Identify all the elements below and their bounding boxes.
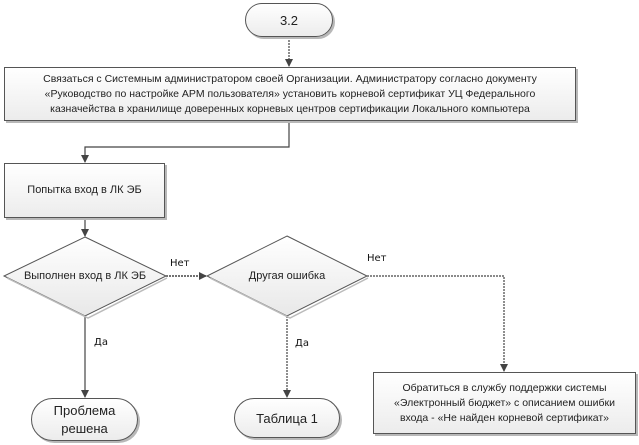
support-line-3: входа - «Не найден корневой сертификат» [399, 411, 610, 424]
edge-contact-admin-to-login-attempt [81, 121, 290, 163]
table1-text: Таблица 1 [256, 410, 318, 426]
contact-admin-line-2: «Руководство по настройке АРМ пользовате… [44, 87, 536, 100]
table1-terminal: Таблица 1 [234, 398, 340, 438]
edge-label-yes-1: Да [94, 337, 108, 348]
solved-line-1: Проблема [53, 402, 116, 418]
support-line-2: «Электронный бюджет» с описанием ошибки [394, 396, 615, 409]
edge-label-no-2: Нет [367, 253, 387, 264]
edge-other-error-to-support [367, 275, 508, 372]
contact-admin-line-3: казначейства в хранилище доверенных корн… [50, 102, 530, 115]
contact-admin-line-1: Связаться с Системным администратором св… [43, 72, 537, 85]
decision-other-error-text: Другая ошибка [248, 270, 326, 282]
edge-label-yes-2: Да [295, 338, 309, 349]
solved-line-2: решена [61, 420, 108, 436]
start-terminal-text: 3.2 [279, 12, 299, 28]
decision-login-done-text: Выполнен вход в ЛК ЭБ [23, 270, 147, 282]
solved-terminal: Проблема решена [31, 398, 138, 441]
decision-other-error: Другая ошибка [207, 266, 367, 286]
decision-login-done: Выполнен вход в ЛК ЭБ [4, 266, 166, 286]
start-terminal: 3.2 [245, 3, 333, 37]
support-box: Обратиться в службу поддержки системы «Э… [373, 372, 636, 434]
login-attempt-box: Попытка вход в ЛК ЭБ [4, 163, 165, 218]
support-line-1: Обратиться в службу поддержки системы [402, 381, 607, 394]
login-attempt-text: Попытка вход в ЛК ЭБ [27, 184, 142, 196]
contact-admin-box: Связаться с Системным администратором св… [4, 67, 576, 121]
edge-label-no-1: Нет [170, 258, 190, 269]
